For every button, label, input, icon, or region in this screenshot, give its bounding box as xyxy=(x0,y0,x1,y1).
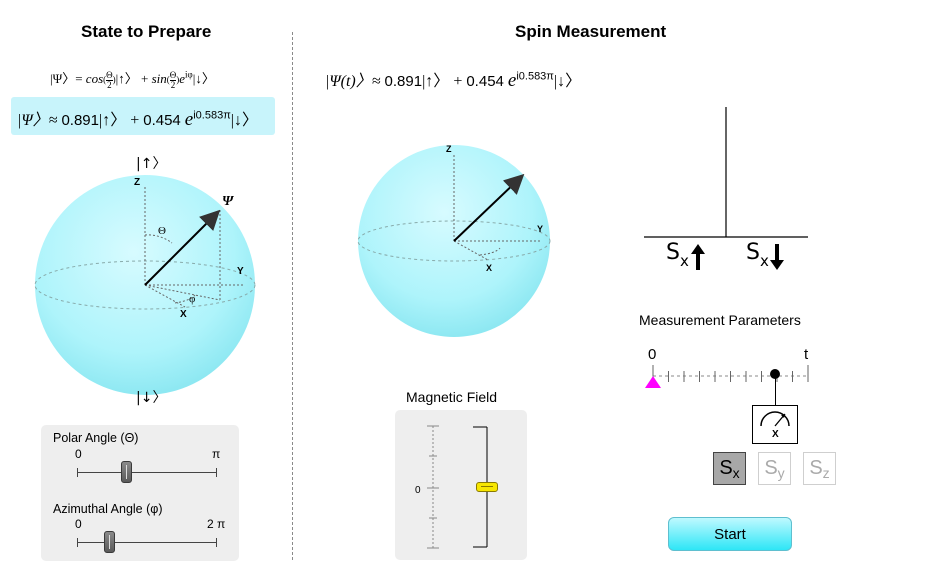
azimuthal-track[interactable] xyxy=(77,542,217,543)
magnetic-field-scale xyxy=(427,425,488,549)
sx-up-arrow-icon xyxy=(691,244,705,270)
psi-label: Ψ xyxy=(222,194,235,209)
meter-axis-label: X xyxy=(772,429,779,440)
equator xyxy=(357,220,551,262)
z-label: Z xyxy=(446,144,452,154)
azimuthal-max: 2 π xyxy=(207,517,226,531)
phi-arc xyxy=(174,294,196,304)
panel-divider xyxy=(292,32,293,560)
y-label: Y xyxy=(237,266,244,277)
timeline-ticks xyxy=(652,365,809,382)
polar-min: 0 xyxy=(75,447,82,461)
azimuthal-angle-slider-thumb[interactable] xyxy=(104,531,116,553)
field-zero-label: 0 xyxy=(415,485,421,496)
polar-track[interactable] xyxy=(77,472,217,473)
meter-gauge-icon xyxy=(760,411,790,427)
measurement-bloch-sphere: Z Y X xyxy=(357,144,551,337)
current-state-box xyxy=(11,97,275,135)
measurement-timeline[interactable] xyxy=(640,360,820,395)
state-vector xyxy=(453,173,525,242)
timeline-start-label: 0 xyxy=(648,346,657,363)
magnetic-field-label: Magnetic Field xyxy=(406,389,498,405)
sx-down-arrow-icon xyxy=(770,244,784,270)
current-state-formula: |Ψ〉≈ 0.891|↑〉 + 0.454 ei0.583π|↓〉 xyxy=(17,109,258,130)
y-label: Y xyxy=(537,224,543,234)
phi-arc xyxy=(479,247,501,256)
azimuthal-angle-label: Azimuthal Angle (φ) xyxy=(53,502,163,516)
measurement-connector xyxy=(774,373,777,406)
magnetic-field-slider-thumb[interactable] xyxy=(476,482,498,492)
projection-line xyxy=(144,284,221,301)
x-axis xyxy=(453,240,489,261)
measurement-histogram xyxy=(644,107,808,238)
spin-measurement-title: Spin Measurement xyxy=(515,22,667,41)
measurement-device: X xyxy=(752,405,798,444)
state-bloch-sphere[interactable]: Z Y X Θ φ Ψ |↑〉 |↓〉 xyxy=(0,150,290,415)
measurement-time-handle[interactable] xyxy=(770,369,781,379)
time-marker[interactable] xyxy=(645,376,661,388)
x-label: X xyxy=(486,263,492,273)
sx-down-label: Sx xyxy=(746,240,769,271)
magnetic-field-panel: 0 xyxy=(395,410,527,560)
azimuthal-min: 0 xyxy=(75,517,82,531)
angle-sliders-panel: Polar Angle (Θ) 0 π Azimuthal Angle (φ) … xyxy=(41,425,239,561)
x-label: X xyxy=(180,309,187,320)
start-button[interactable]: Start xyxy=(668,517,792,551)
spin-down-label: |↓〉 xyxy=(136,390,166,406)
z-label: Z xyxy=(134,177,140,188)
theta-arc xyxy=(144,234,173,244)
timeline-end-label: t xyxy=(804,346,809,363)
state-vector[interactable] xyxy=(144,209,221,286)
measurement-parameters-title: Measurement Parameters xyxy=(639,312,801,328)
spin-up-label: |↑〉 xyxy=(136,156,166,172)
polar-max: π xyxy=(212,447,221,461)
evolved-state-formula: |Ψ(t)〉≈ 0.891|↑〉 + 0.454 ei0.583π|↓〉 xyxy=(325,70,582,91)
state-to-prepare-title: State to Prepare xyxy=(81,22,212,41)
phi-label: φ xyxy=(189,293,195,305)
polar-angle-label: Polar Angle (Θ) xyxy=(53,431,139,445)
polar-angle-slider-thumb[interactable] xyxy=(121,461,132,483)
sx-up-label: Sx xyxy=(666,240,689,271)
theta-label: Θ xyxy=(158,225,166,237)
